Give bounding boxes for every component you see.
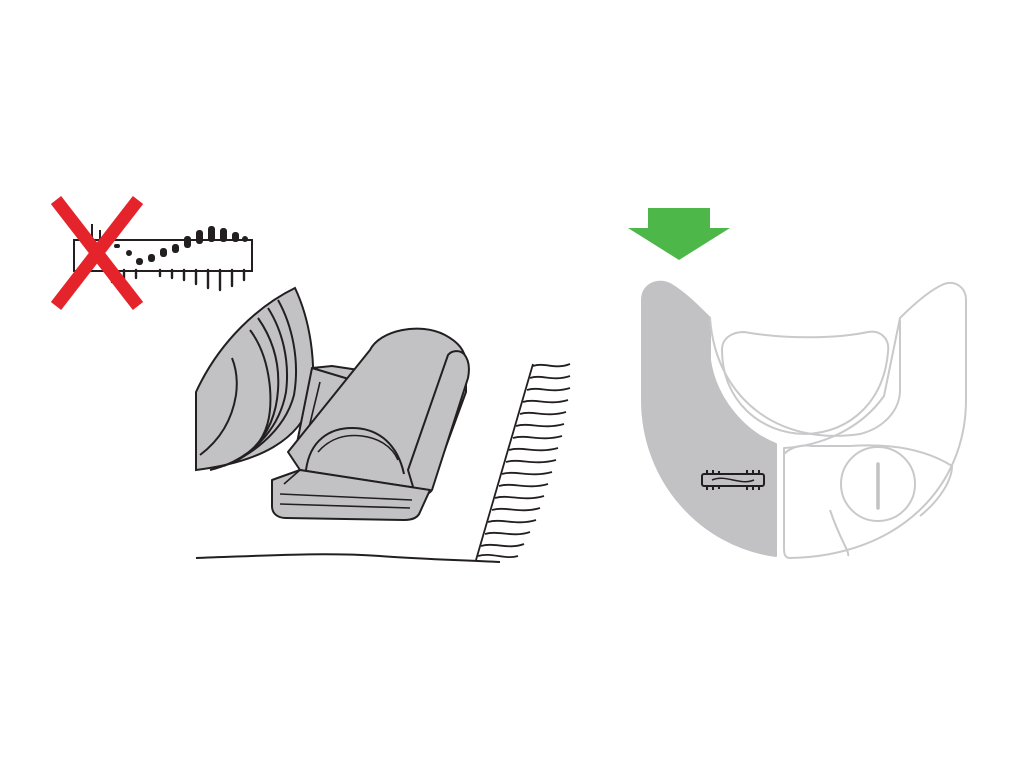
power-button[interactable]: [840, 446, 916, 522]
green-down-arrow-icon: [628, 208, 730, 260]
carpet-edge: [475, 363, 571, 561]
vacuum-wheel: [195, 286, 315, 472]
mode-control-panel: [641, 280, 967, 559]
brush-bar-mode-zone[interactable]: [641, 280, 777, 557]
brush-bar-mode-icon: [701, 470, 765, 490]
display-window: [720, 330, 890, 436]
left-scene: [50, 196, 571, 563]
prohibited-brush-bar: [50, 196, 253, 310]
red-x-icon: [50, 196, 144, 310]
right-scene: [628, 208, 967, 559]
floor-line: [195, 553, 501, 563]
cleaner-head: [271, 327, 470, 521]
